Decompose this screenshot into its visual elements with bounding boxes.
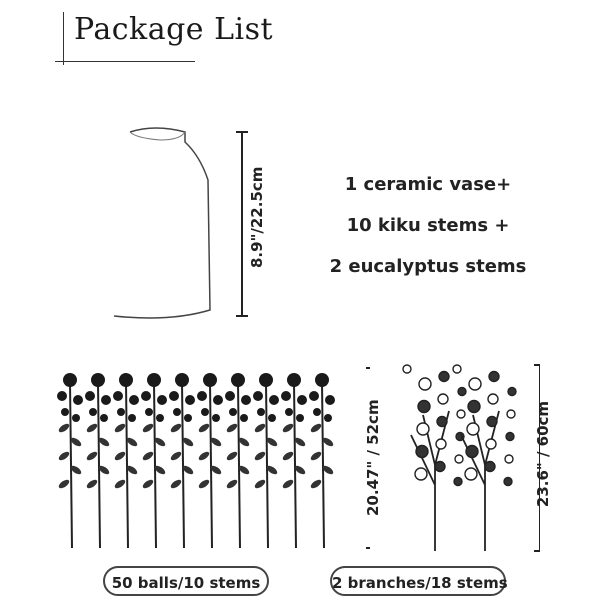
kiku-height-label: 20.47" / 52cm	[364, 399, 382, 516]
kiku-stem	[57, 373, 83, 549]
eucalyptus-branch	[402, 364, 467, 551]
contents-kiku: 10 kiku stems +	[346, 215, 510, 236]
kiku-stem	[197, 373, 223, 549]
kiku-stem	[141, 373, 167, 549]
kiku-stem	[225, 373, 251, 549]
kiku-stem	[85, 373, 111, 549]
kiku-stem	[113, 373, 139, 549]
page-title: Package List	[74, 12, 274, 47]
eucalyptus-height-label: 23.6" / 60cm	[534, 400, 552, 508]
kiku-stem	[309, 373, 335, 549]
kiku-stem	[281, 373, 307, 549]
vase-height-label: 8.9"/22.5cm	[248, 166, 266, 268]
vase-illustration	[113, 127, 248, 319]
title-divider-horizontal	[55, 61, 195, 62]
kiku-stem	[253, 373, 279, 549]
kiku-caption: 50 balls/10 stems	[103, 566, 269, 596]
eucalyptus-caption: 2 branches/18 stems	[330, 566, 508, 596]
kiku-stems-illustration	[57, 367, 370, 549]
eucalyptus-branch	[452, 364, 517, 551]
title-divider-vertical	[63, 12, 64, 65]
kiku-stem	[169, 373, 195, 549]
eucalyptus-stems-illustration	[402, 364, 540, 552]
contents-eucalyptus: 2 eucalyptus stems	[329, 256, 527, 277]
contents-vase: 1 ceramic vase+	[344, 174, 512, 195]
